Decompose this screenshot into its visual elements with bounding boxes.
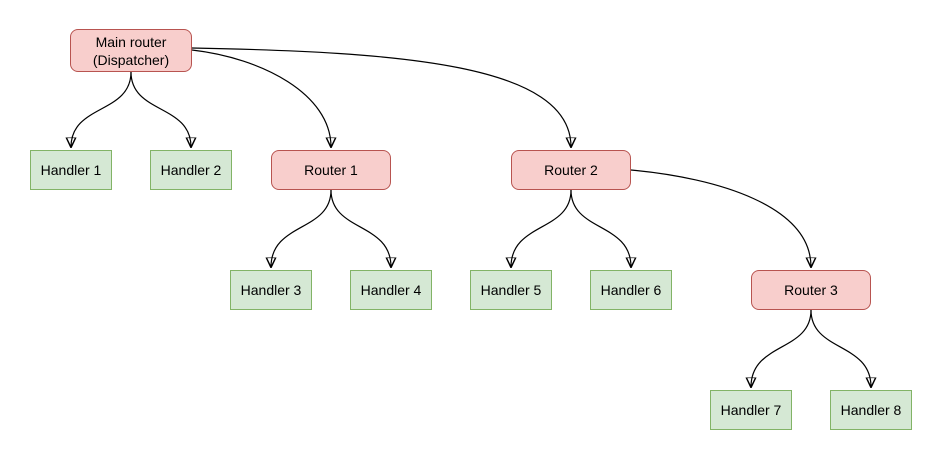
node-handler-4: Handler 4 [350,270,432,310]
node-handler-3-label: Handler 3 [240,282,302,298]
node-router-3: Router 3 [751,270,871,310]
edge-main-router-to-handler-1 [71,71,132,147]
edge-router-2-to-router-3 [630,169,811,267]
node-handler-7: Handler 7 [710,390,792,430]
node-handler-6-label: Handler 6 [600,282,662,298]
node-router-2: Router 2 [511,150,631,190]
edge-main-router-to-router-1 [191,49,331,147]
node-handler-1: Handler 1 [30,150,112,190]
node-router-3-label: Router 3 [784,282,838,298]
node-handler-5-label: Handler 5 [480,282,542,298]
edge-router-3-to-handler-8 [810,309,871,387]
edge-router-2-to-handler-6 [570,189,631,267]
node-handler-5: Handler 5 [470,270,552,310]
node-handler-8: Handler 8 [830,390,912,430]
node-handler-3: Handler 3 [230,270,312,310]
edge-router-3-to-handler-7 [751,309,812,387]
edge-router-2-to-handler-5 [511,189,572,267]
node-router-1-label: Router 1 [304,162,358,178]
edge-router-1-to-handler-4 [330,189,391,267]
edge-main-router-to-handler-2 [130,71,191,147]
node-router-1: Router 1 [271,150,391,190]
node-handler-8-label: Handler 8 [840,402,902,418]
node-main-router-label: Main router (Dispatcher) [92,33,170,68]
node-handler-2-label: Handler 2 [160,162,222,178]
node-main-router: Main router (Dispatcher) [70,29,192,72]
node-handler-7-label: Handler 7 [720,402,782,418]
node-handler-6: Handler 6 [590,270,672,310]
node-handler-1-label: Handler 1 [40,162,102,178]
node-handler-4-label: Handler 4 [360,282,422,298]
node-handler-2: Handler 2 [150,150,232,190]
edge-router-1-to-handler-3 [271,189,332,267]
node-router-2-label: Router 2 [544,162,598,178]
edge-main-router-to-router-2 [191,47,571,147]
